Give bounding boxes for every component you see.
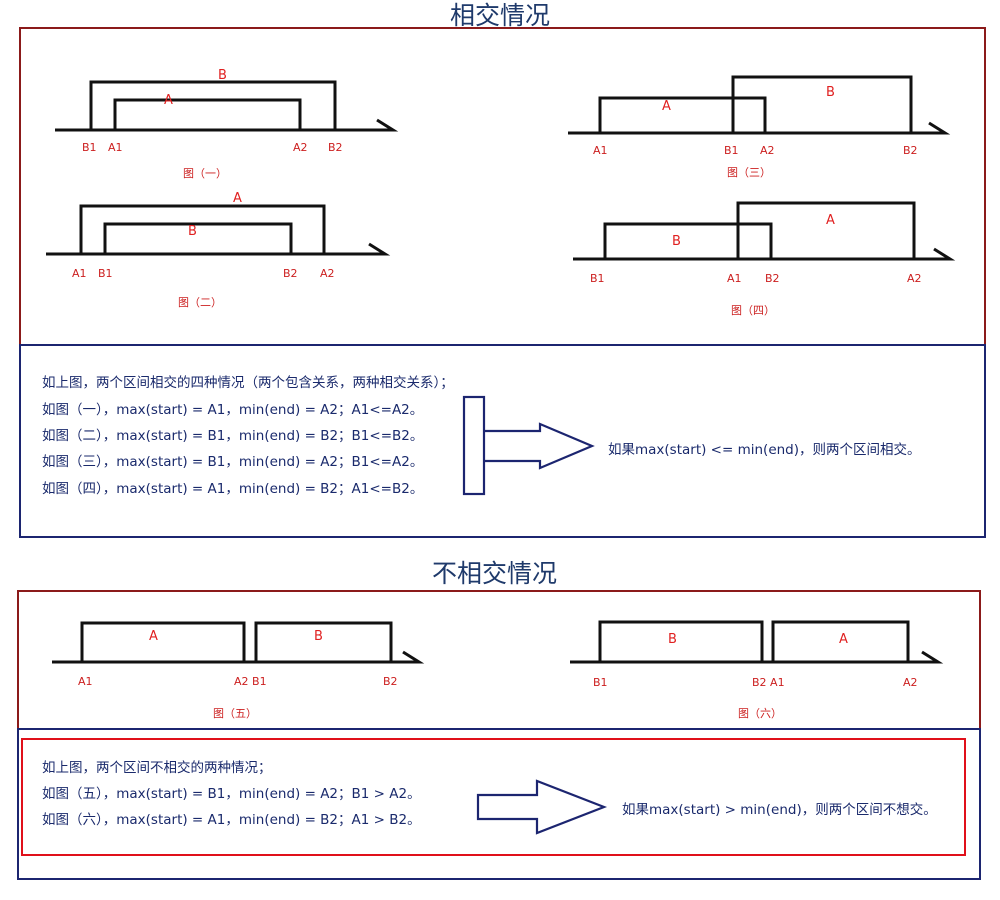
- fig6-diagram: [570, 620, 944, 664]
- fig6-tick-1: B2 A1: [752, 676, 785, 689]
- fig4-tick-3: A2: [907, 272, 922, 285]
- fig5-diagram: [52, 621, 425, 664]
- intersect-title: 相交情况: [450, 1, 551, 30]
- fig1-diagram: [55, 80, 399, 132]
- fig5-left-label: A: [149, 629, 158, 644]
- fig3-right-label: B: [826, 85, 835, 100]
- fig4-right-label: A: [826, 213, 835, 228]
- fig4-tick-0: B1: [590, 272, 605, 285]
- fig1-tick-2: A2: [293, 141, 308, 154]
- intersect-line-4: 如图（四），max(start) = A1，min(end) = B2；A1<=…: [42, 481, 424, 497]
- fig3-tick-1: B1: [724, 144, 739, 157]
- fig5-right-label: B: [314, 629, 323, 644]
- intersect-conclusion: 如果max(start) <= min(end)，则两个区间相交。: [608, 442, 921, 458]
- fig6-left-label: B: [668, 632, 677, 647]
- fig3-diagram: [568, 75, 951, 135]
- fig4-diagram: [573, 201, 956, 261]
- nonintersect-line-1: 如图（五），max(start) = B1，min(end) = A2；B1 >…: [42, 786, 421, 802]
- fig3-tick-2: A2: [760, 144, 775, 157]
- nonintersect-intro: 如上图，两个区间不相交的两种情况；: [42, 760, 272, 776]
- fig5-tick-0: A1: [78, 675, 93, 688]
- intersect-line-3: 如图（三），max(start) = B1，min(end) = A2；B1<=…: [42, 454, 424, 470]
- intersect-arrow: [484, 422, 595, 470]
- nonintersect-title: 不相交情况: [432, 559, 558, 588]
- fig3-tick-0: A1: [593, 144, 608, 157]
- fig1-tick-1: A1: [108, 141, 123, 154]
- fig1-outer-label: B: [218, 68, 227, 83]
- nonintersect-arrow: [476, 779, 608, 835]
- nonintersect-explanation-box: [17, 728, 981, 880]
- fig3-left-label: A: [662, 99, 671, 114]
- fig4-tick-1: A1: [727, 272, 742, 285]
- fig1-inner-label: A: [164, 93, 173, 108]
- fig5-caption: 图（五）: [213, 707, 257, 720]
- bracket-bar: [462, 395, 486, 496]
- fig2-tick-1: B1: [98, 267, 113, 280]
- fig5-tick-1: A2 B1: [234, 675, 267, 688]
- fig1-tick-0: B1: [82, 141, 97, 154]
- nonintersect-inner-box: [21, 738, 966, 856]
- fig2-diagram: [46, 204, 391, 256]
- fig6-tick-2: A2: [903, 676, 918, 689]
- fig6-caption: 图（六）: [738, 707, 782, 720]
- fig2-tick-0: A1: [72, 267, 87, 280]
- intersect-explanation-box: [19, 344, 986, 538]
- fig4-tick-2: B2: [765, 272, 780, 285]
- intersect-line-2: 如图（二），max(start) = B1，min(end) = B2；B1<=…: [42, 428, 424, 444]
- fig1-caption: 图（一）: [183, 167, 227, 180]
- fig2-inner-label: B: [188, 224, 197, 239]
- fig2-outer-label: A: [233, 191, 242, 206]
- fig2-caption: 图（二）: [178, 296, 222, 309]
- fig5-tick-2: B2: [383, 675, 398, 688]
- intersect-intro: 如上图，两个区间相交的四种情况（两个包含关系，两种相交关系）；: [42, 375, 454, 391]
- fig4-caption: 图（四）: [731, 304, 775, 317]
- fig2-tick-2: B2: [283, 267, 298, 280]
- fig6-tick-0: B1: [593, 676, 608, 689]
- nonintersect-line-2: 如图（六），max(start) = A1，min(end) = B2；A1 >…: [42, 812, 421, 828]
- nonintersect-conclusion: 如果max(start) > min(end)，则两个区间不想交。: [622, 802, 937, 818]
- fig6-right-label: A: [839, 632, 848, 647]
- fig3-caption: 图（三）: [727, 166, 771, 179]
- fig1-tick-3: B2: [328, 141, 343, 154]
- fig3-tick-3: B2: [903, 144, 918, 157]
- fig2-tick-3: A2: [320, 267, 335, 280]
- intersect-line-1: 如图（一），max(start) = A1，min(end) = A2；A1<=…: [42, 402, 424, 418]
- fig4-left-label: B: [672, 234, 681, 249]
